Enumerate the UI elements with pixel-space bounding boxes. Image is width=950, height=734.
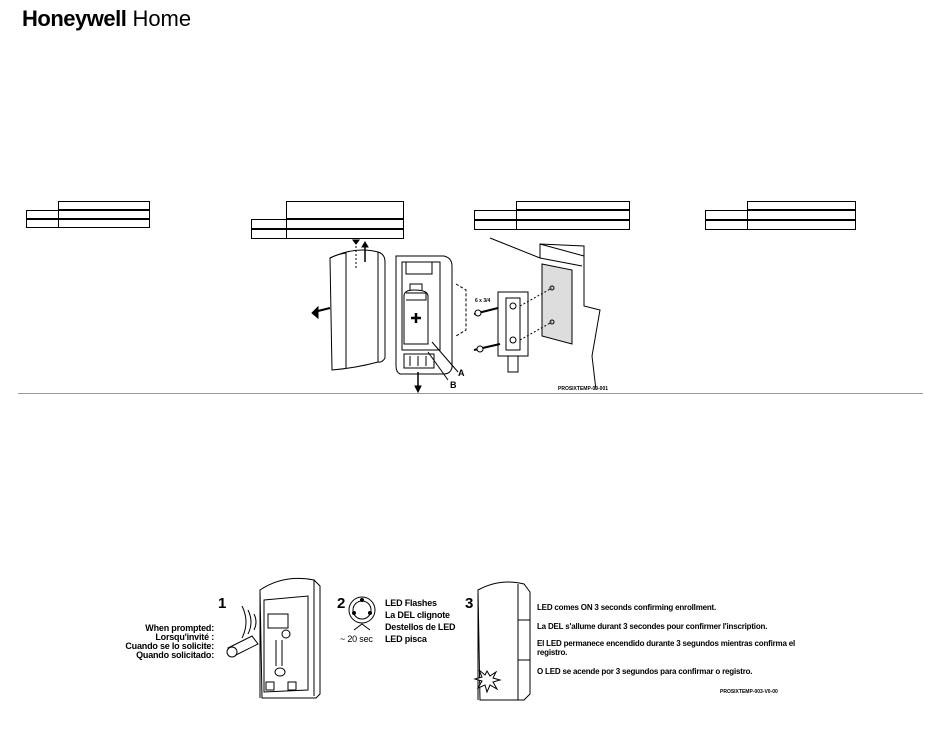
step-3-line-pt: O LED se acende por 3 segundos para conf… [537, 667, 753, 676]
brand-logo: Honeywell Home [22, 6, 191, 32]
step-3-line-en: LED comes ON 3 seconds confirming enroll… [537, 603, 717, 612]
prompt-fr: Lorsqu'invité : [155, 632, 214, 642]
prompt-pt: Quando solicitado: [136, 650, 214, 660]
bottom-figure-code: PROSIXTEMP-003-V0-00 [720, 689, 778, 695]
prompt-en: When prompted: [145, 623, 214, 633]
step-1-prompt: When prompted: Lorsqu'invité : Cuando se… [118, 624, 214, 660]
step-2-number: 2 [337, 595, 346, 612]
led-en: LED Flashes [385, 598, 437, 608]
led-fr: La DEL clignote [385, 610, 450, 620]
brand-name: Honeywell [22, 6, 127, 31]
led-pt: LED pisca [385, 634, 427, 644]
brand-sub: Home [132, 6, 192, 31]
step-2-led: LED Flashes La DEL clignote Destellos de… [385, 597, 456, 645]
step-1-number: 1 [218, 595, 227, 612]
label-b: B [450, 380, 457, 390]
step-2-time: ~ 20 sec [340, 634, 373, 644]
prompt-es: Cuando se lo solicite: [125, 641, 214, 651]
led-es: Destellos de LED [385, 622, 456, 632]
mounting-illustration [311, 237, 601, 394]
top-figure-code: PROSIXTEMP-00-001 [558, 386, 609, 392]
screw-label: 6 x 3/4 [475, 298, 491, 304]
label-a: A [458, 368, 465, 378]
step-3-line-es: El LED permanece encendido durante 3 seg… [537, 639, 795, 657]
step-3-line-fr: La DEL s'allume durant 3 secondes pour c… [537, 622, 768, 631]
step-3-number: 3 [465, 595, 474, 612]
section-divider [18, 393, 923, 394]
